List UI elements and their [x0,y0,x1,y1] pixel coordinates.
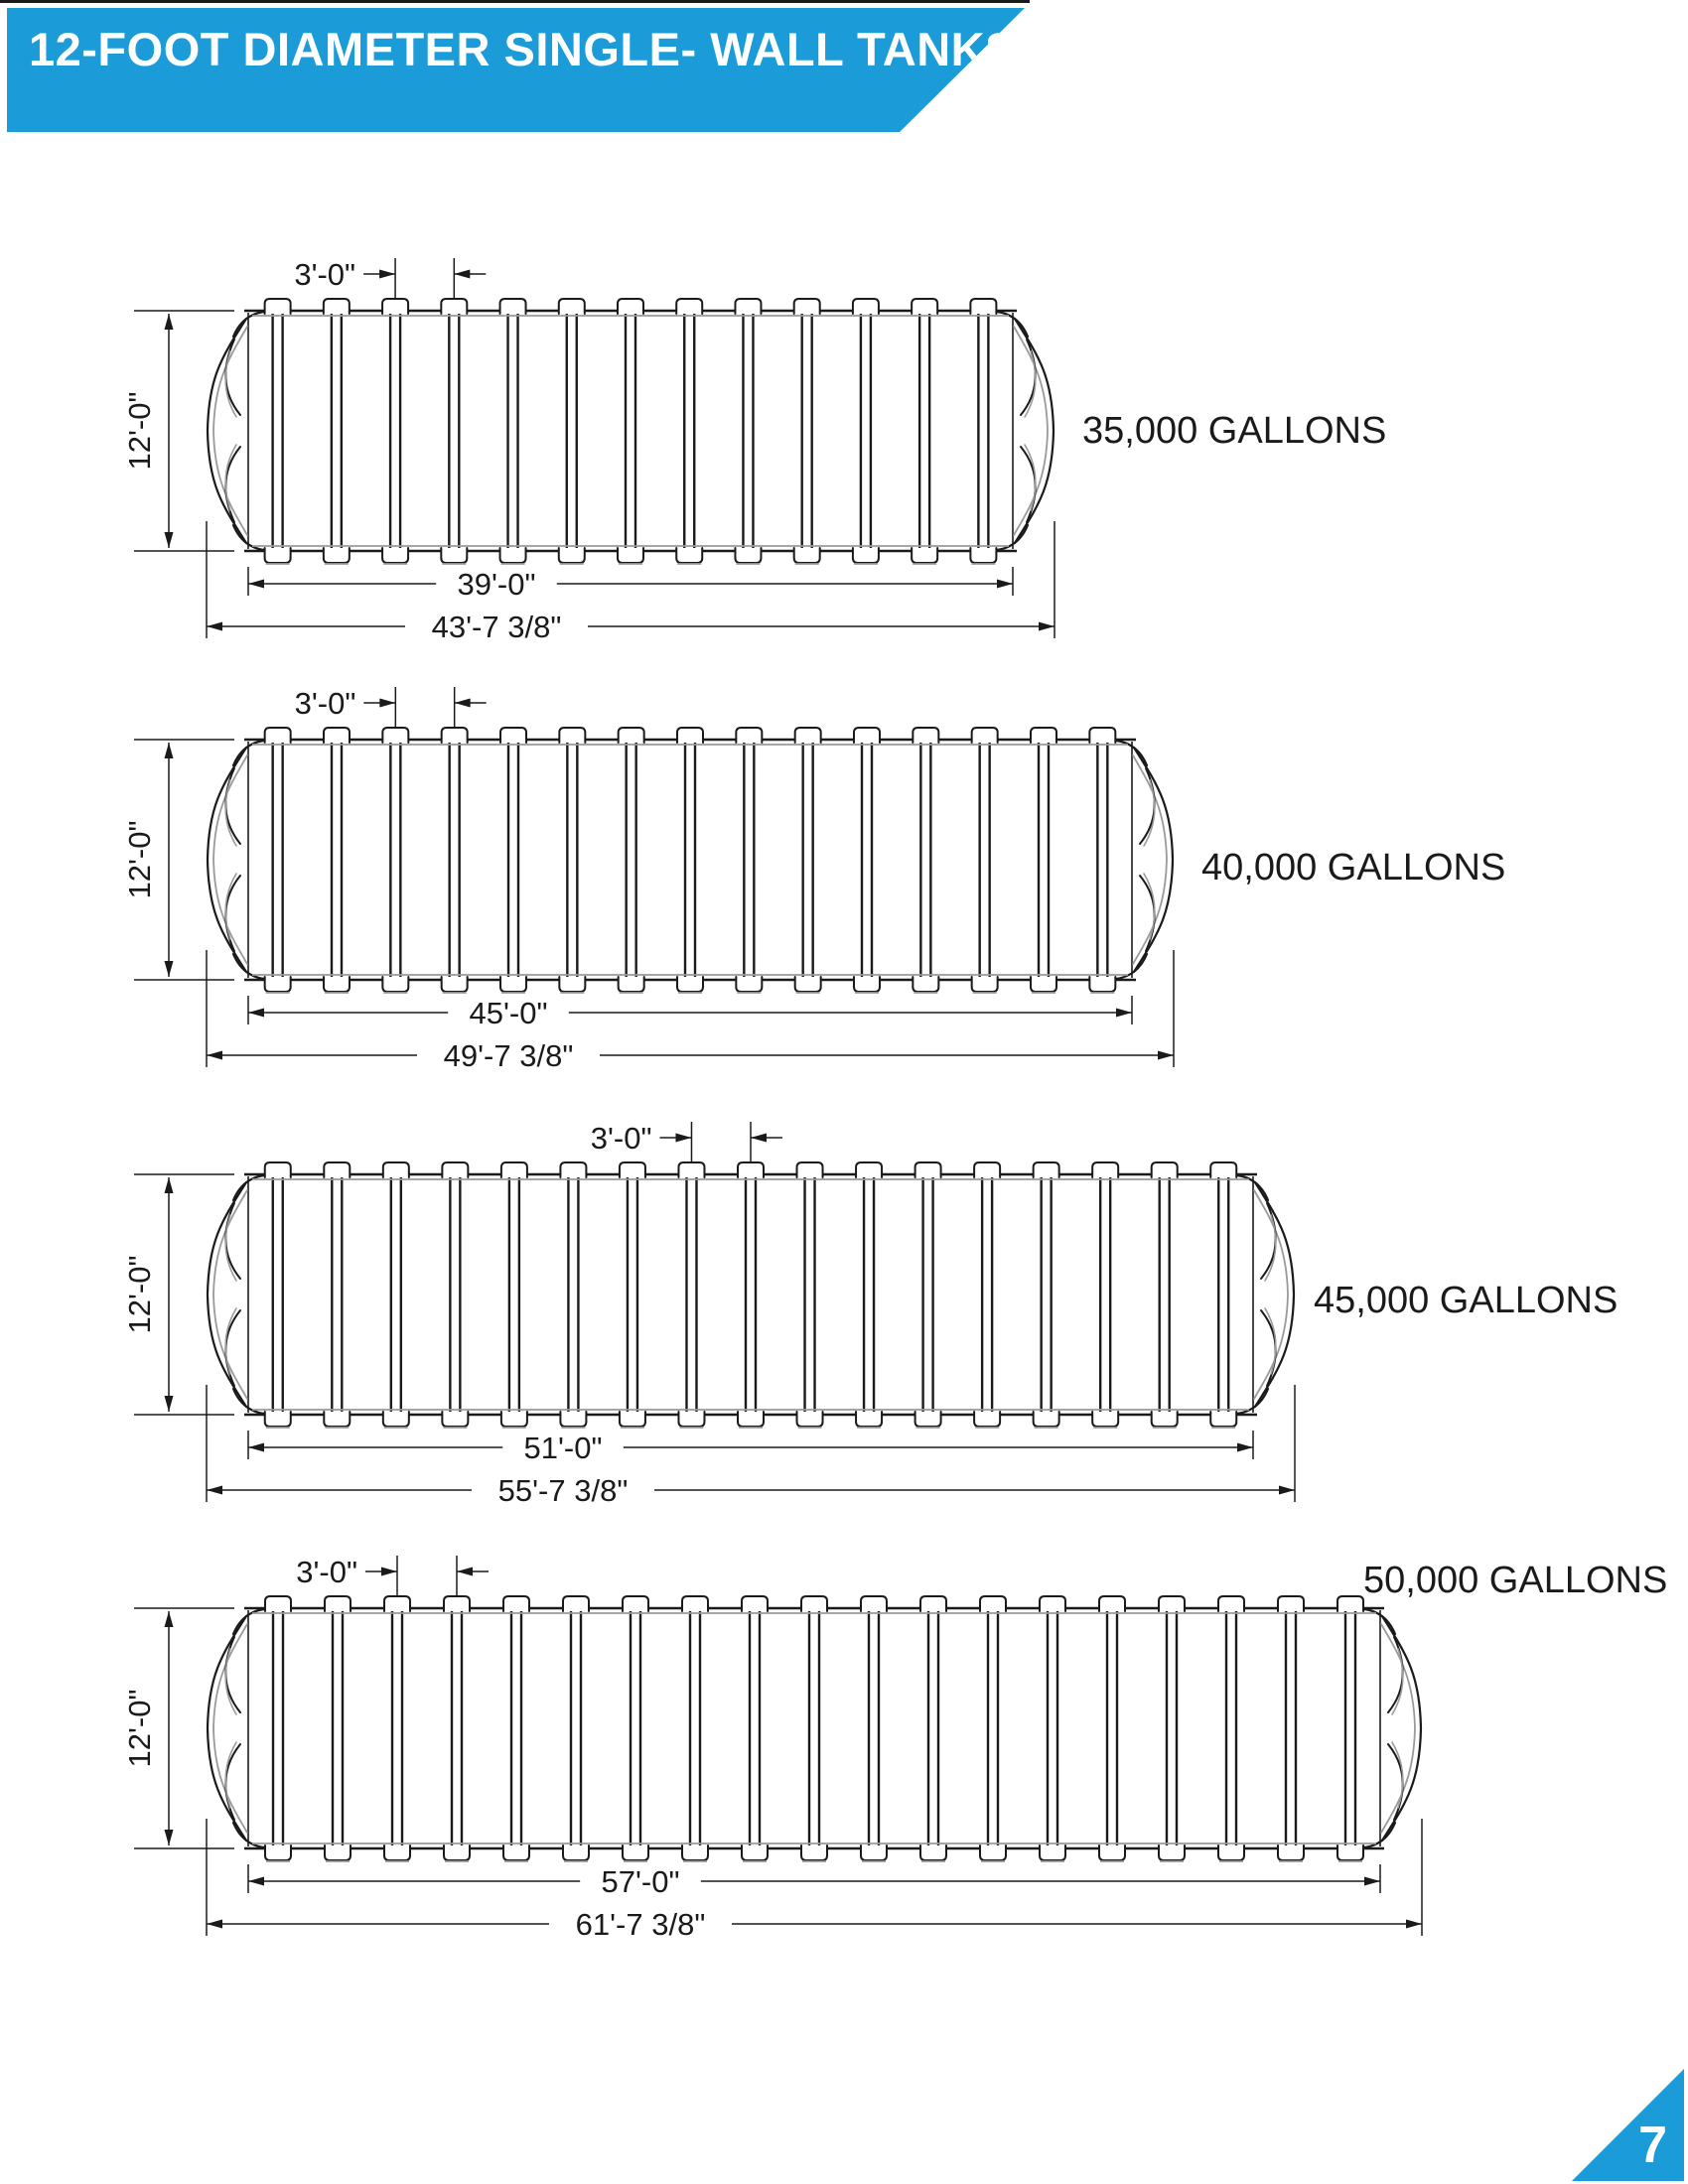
page-header-banner: 12-FOOT DIAMETER SINGLE- WALL TANKS [7,8,1025,132]
overall-length-dim-label: 43'-7 3/8" [432,610,562,644]
shell-length-dim-label: 51'-0" [524,1431,603,1465]
rib-spacing-dim-label: 3'-0" [296,1555,357,1589]
gallons-label: 35,000 GALLONS [1082,410,1386,452]
diameter-dim-label: 12'-0" [122,392,157,471]
top-rule [0,0,1030,3]
page-number: 7 [1638,2116,1667,2174]
overall-length-dim-label: 49'-7 3/8" [444,1038,574,1073]
page-title: 12-FOOT DIAMETER SINGLE- WALL TANKS [29,23,1017,75]
overall-length-dim-label: 61'-7 3/8" [576,1907,706,1942]
shell-length-dim-label: 39'-0" [458,567,536,602]
diameter-dim-label: 12'-0" [122,821,157,899]
rib-spacing-dim-label: 3'-0" [294,257,355,292]
gallons-label: 40,000 GALLONS [1201,847,1505,888]
diameter-dim-label: 12'-0" [122,1690,157,1768]
gallons-label: 45,000 GALLONS [1314,1280,1618,1321]
tank-diagram-1: 3'-0" 12'-0" 39'-0" 43'-7 3/8" 35,000 GALLON… [122,257,1386,644]
shell-length-dim-label: 45'-0" [470,996,548,1030]
gallons-label: 50,000 GALLONS [1363,1560,1667,1601]
shell-length-dim-label: 57'-0" [602,1864,680,1899]
tank-diagram-4: 3'-0" 12'-0" 57'-0" 61'-7 3/8" 50,000 GALLON… [122,1555,1667,1942]
tank-diagram-2: 3'-0" 12'-0" 45'-0" 49'-7 3/8" 40,000 GALLON… [122,686,1505,1073]
rib-spacing-dim-label: 3'-0" [591,1121,652,1156]
overall-length-dim-label: 55'-7 3/8" [498,1473,629,1508]
diameter-dim-label: 12'-0" [122,1256,157,1334]
rib-spacing-dim-label: 3'-0" [295,686,356,721]
tank-diagram-3: 3'-0" 12'-0" 51'-0" 55'-7 3/8" 45,000 GALLON… [122,1121,1618,1508]
